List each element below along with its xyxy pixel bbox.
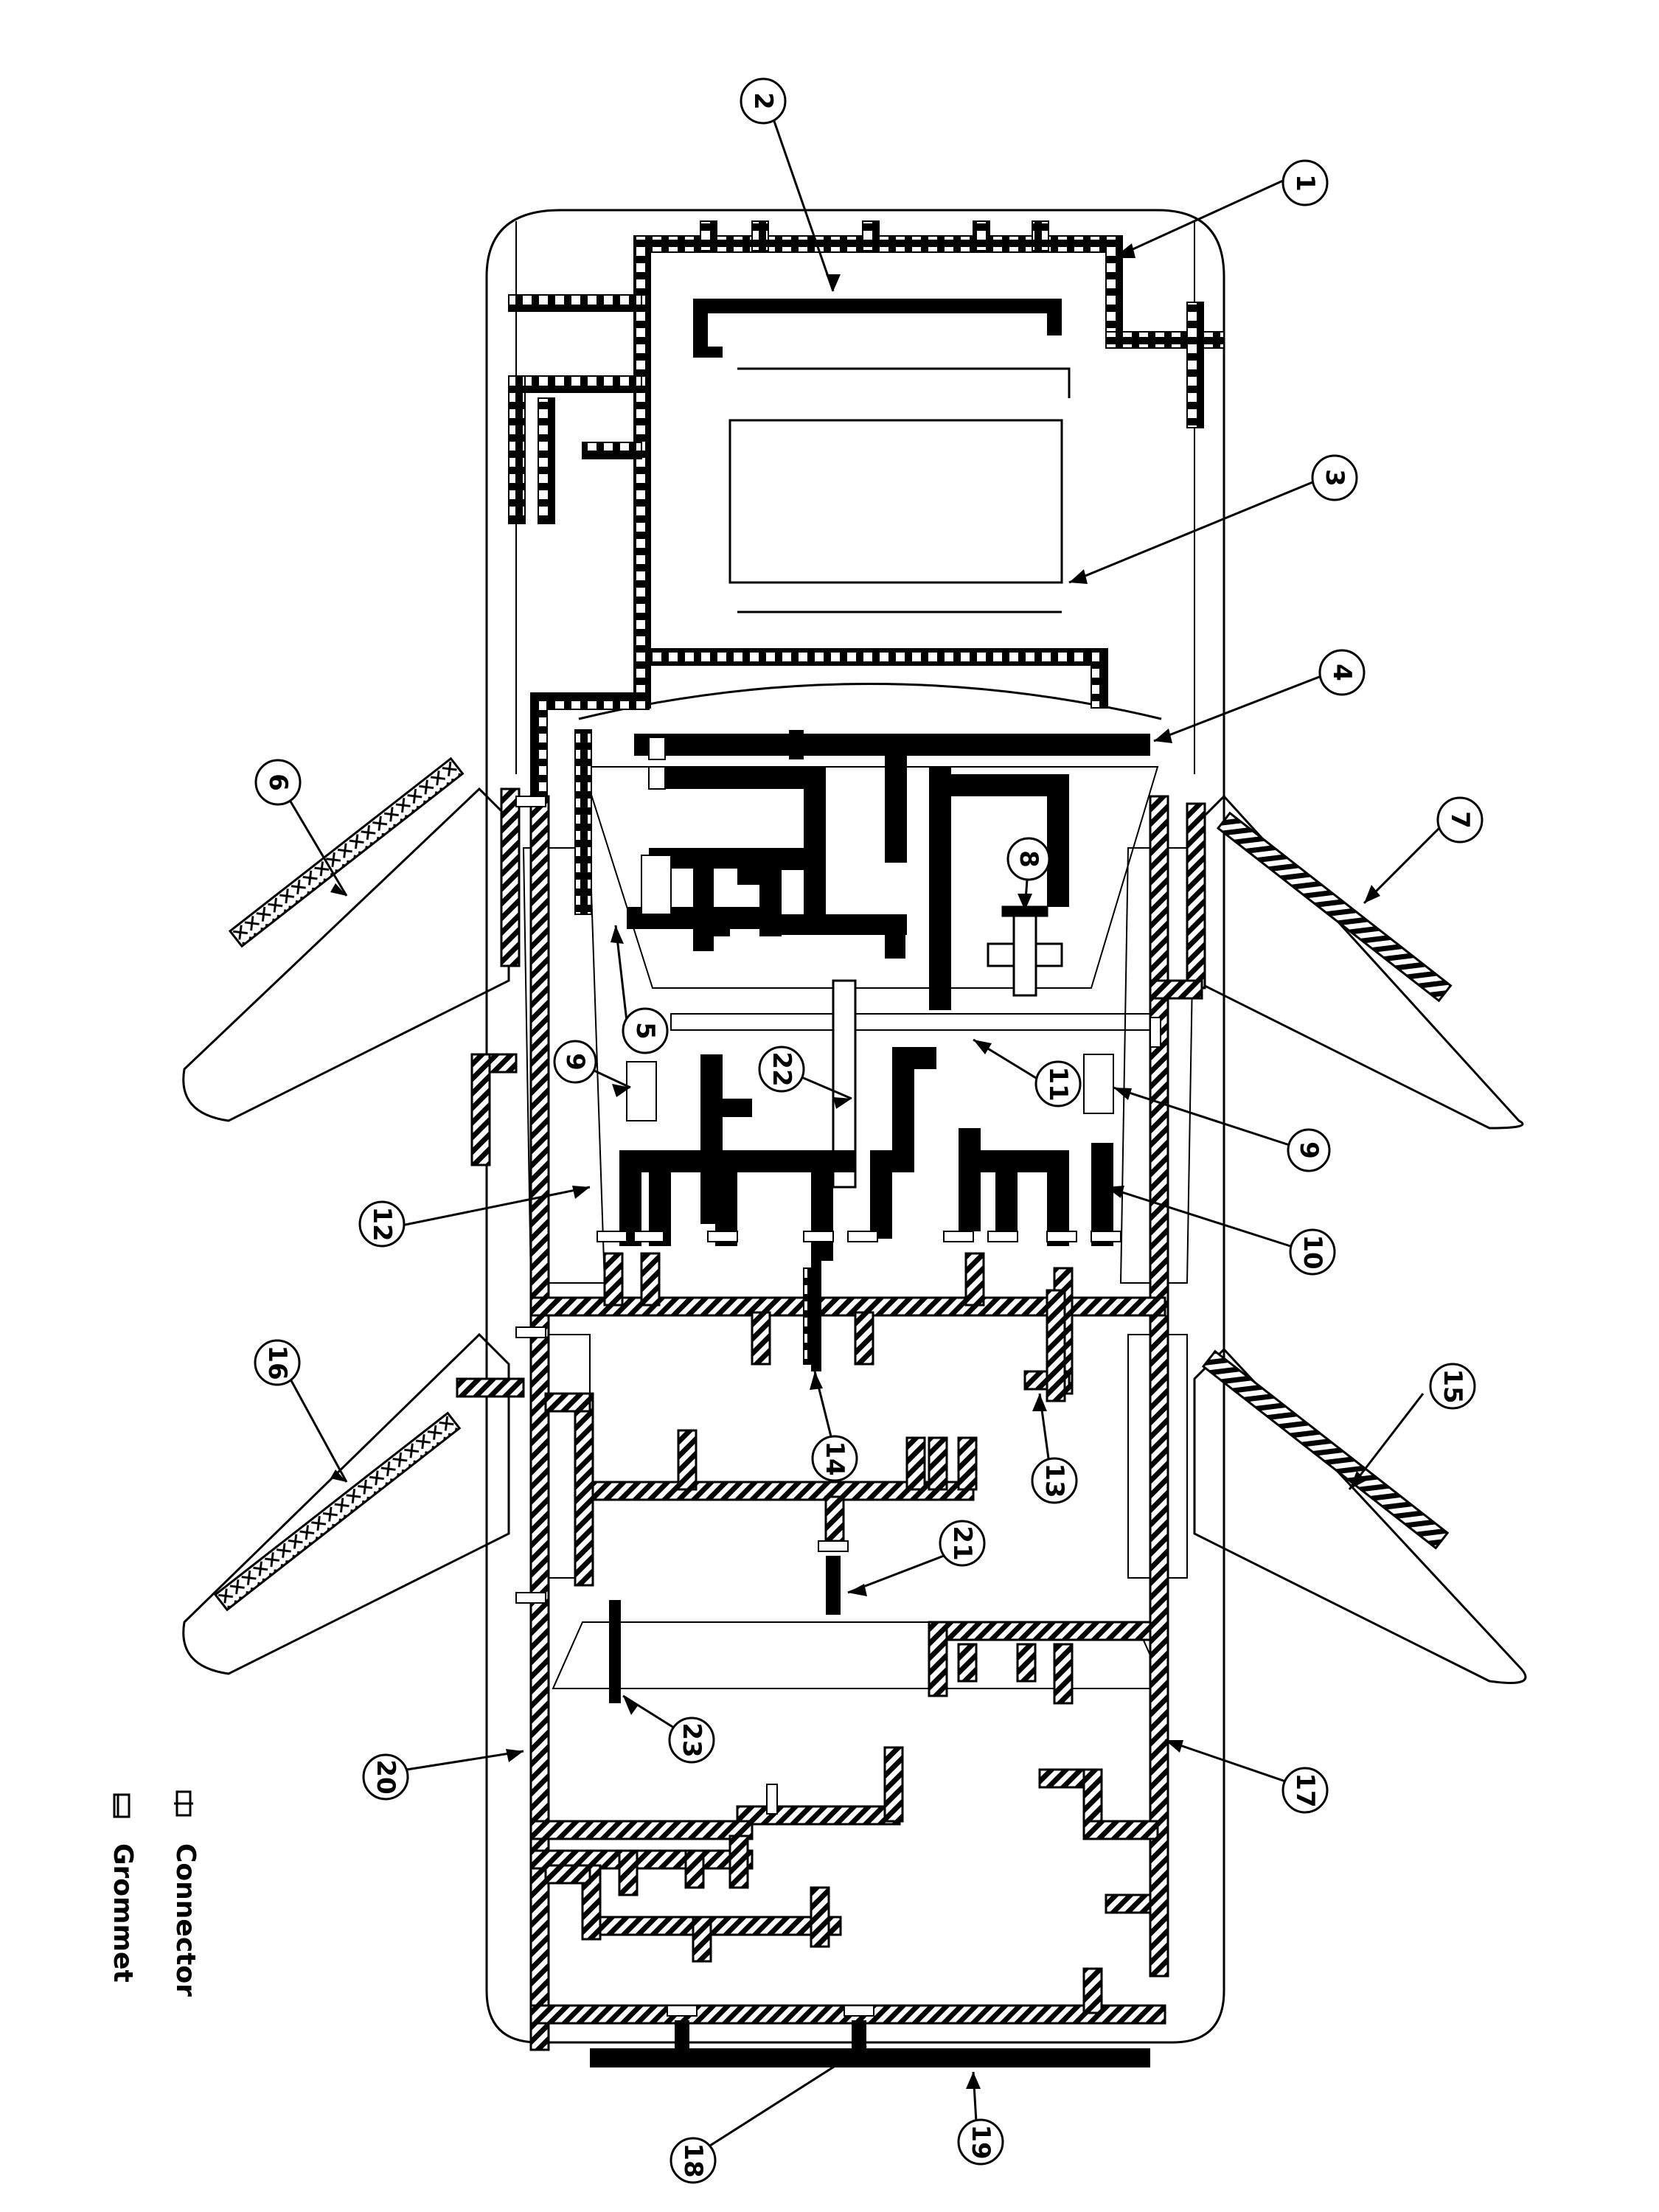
callout-9-right-label: 9 <box>1294 1141 1324 1159</box>
callout-9-right: 9 <box>1287 1128 1331 1172</box>
callout-14-label: 14 <box>820 1441 849 1475</box>
rear-bumper-connectors <box>675 2020 866 2050</box>
body-harness-hatched <box>456 787 1206 2051</box>
callout-4-label: 4 <box>1327 664 1357 681</box>
callout-17-label: 17 <box>1290 1773 1320 1807</box>
callout-5-label: 5 <box>630 1022 660 1040</box>
callout-2-label: 2 <box>748 92 778 110</box>
leader-arrowheads <box>330 243 1380 2089</box>
connector-stubs <box>515 796 1161 2017</box>
harness-21 <box>826 1556 841 1615</box>
callout-19-label: 19 <box>966 2124 995 2159</box>
callout-2: 2 <box>740 77 787 125</box>
callout-21-label: 21 <box>947 1526 977 1560</box>
callout-7: 7 <box>1436 796 1484 844</box>
instrument-panel-harness <box>627 730 1150 1010</box>
callout-11-label: 11 <box>1043 1066 1073 1101</box>
callout-15: 15 <box>1429 1363 1476 1410</box>
callout-19: 19 <box>957 2118 1004 2166</box>
legend-connector: Connector <box>170 1790 201 1997</box>
callout-4: 4 <box>1318 649 1366 696</box>
rear-left-door <box>182 1332 510 1675</box>
callout-10: 10 <box>1289 1228 1336 1276</box>
dash-connectors <box>641 737 672 915</box>
harness-23 <box>609 1600 621 1703</box>
callout-9-left-label: 9 <box>560 1053 590 1071</box>
engine-module-outline <box>728 367 1071 613</box>
legend-grommet-label: Grommet <box>108 1843 138 1983</box>
harness-2-battery-cable <box>693 299 1062 358</box>
callout-5: 5 <box>622 1007 669 1054</box>
callout-3: 3 <box>1311 454 1358 501</box>
connector-symbol-icon <box>174 1790 193 1817</box>
callout-21: 21 <box>939 1520 986 1567</box>
legend-connector-label: Connector <box>170 1843 201 1997</box>
callout-20: 20 <box>362 1753 409 1801</box>
callout-18: 18 <box>669 2137 717 2184</box>
front-left-door <box>182 757 510 1122</box>
callout-11: 11 <box>1034 1060 1082 1107</box>
callout-1-label: 1 <box>1290 174 1320 192</box>
callout-23-label: 23 <box>677 1722 706 1757</box>
connector-pins <box>626 1054 1114 1121</box>
callout-12: 12 <box>358 1200 406 1248</box>
legend: Connector Grommet <box>108 1790 201 1997</box>
leader-lines <box>275 110 1450 2151</box>
callout-13: 13 <box>1031 1457 1078 1504</box>
callout-17: 17 <box>1281 1767 1329 1814</box>
callout-6-label: 6 <box>263 773 293 791</box>
callout-8-label: 8 <box>1014 850 1043 868</box>
rear-bumper-harness-19 <box>590 2048 1150 2067</box>
callout-16: 16 <box>254 1339 301 1386</box>
callout-8: 8 <box>1006 837 1051 881</box>
callout-13-label: 13 <box>1040 1463 1069 1498</box>
callout-23: 23 <box>668 1717 715 1764</box>
callout-20-label: 20 <box>371 1759 400 1794</box>
callout-12-label: 12 <box>367 1206 397 1241</box>
callout-14: 14 <box>811 1435 858 1482</box>
callout-9-left: 9 <box>553 1040 597 1084</box>
callout-16-label: 16 <box>262 1345 292 1380</box>
console-harness <box>619 979 1113 1261</box>
grommet-symbol-icon <box>113 1793 131 1818</box>
callout-22: 22 <box>758 1046 805 1093</box>
front-right-door <box>1193 794 1524 1130</box>
harness-13-14 <box>803 1253 1066 1402</box>
callout-15-label: 15 <box>1438 1368 1467 1403</box>
callout-6: 6 <box>254 759 302 806</box>
callout-1: 1 <box>1281 159 1329 206</box>
callout-10-label: 10 <box>1298 1234 1327 1269</box>
rear-right-door <box>1193 1347 1527 1684</box>
callout-3-label: 3 <box>1320 469 1349 487</box>
legend-grommet: Grommet <box>108 1793 138 1983</box>
callout-22-label: 22 <box>767 1051 796 1086</box>
engine-compartment-harness <box>508 220 1225 915</box>
callout-18-label: 18 <box>678 2143 708 2177</box>
callout-7-label: 7 <box>1445 811 1475 829</box>
steering-column-8 <box>987 905 1063 997</box>
